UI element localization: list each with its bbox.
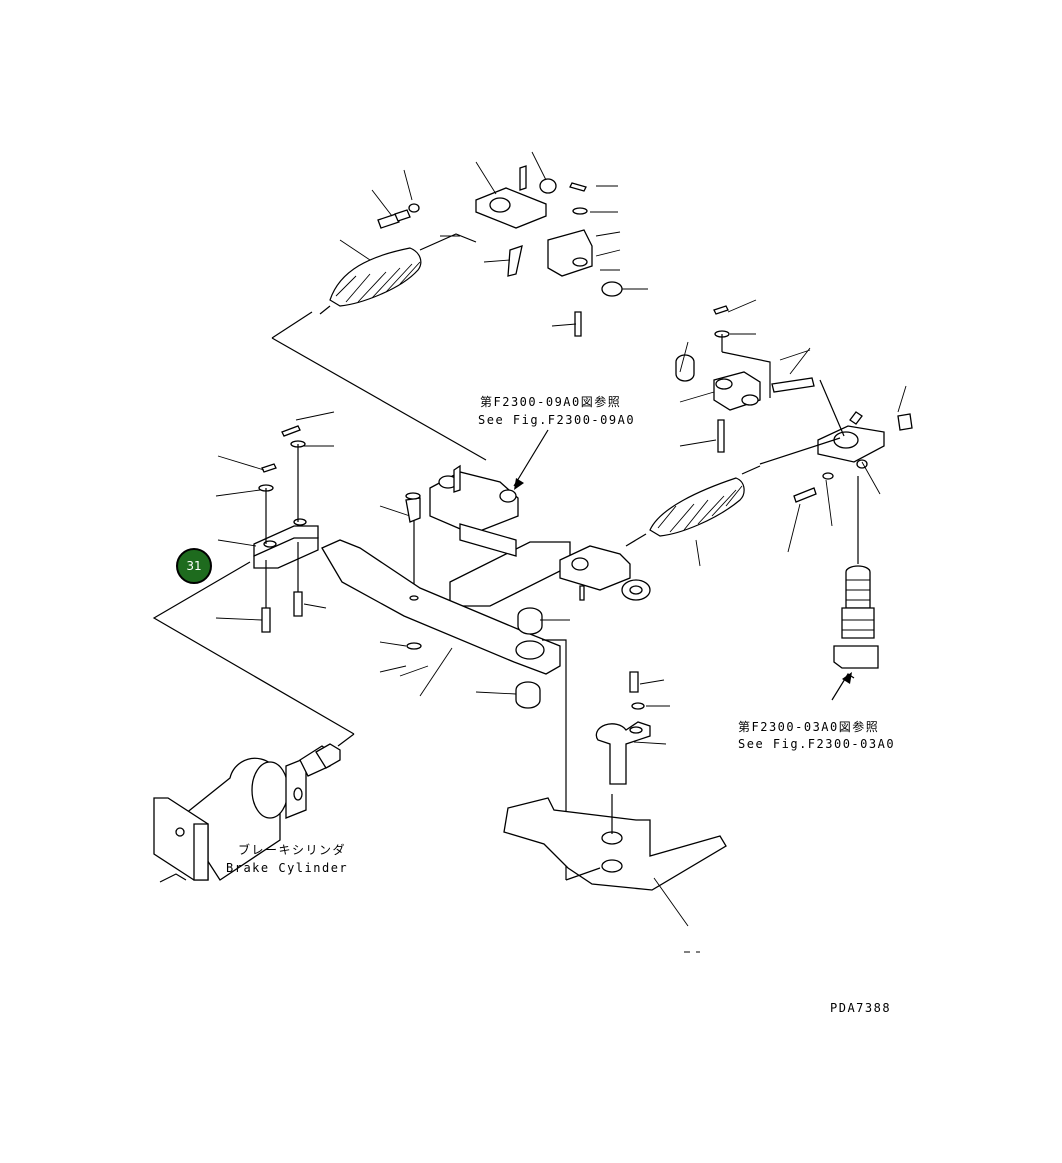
callout-number: 31 <box>186 559 201 573</box>
reference-label-jp: 第F2300-09A0図参照 <box>480 394 621 409</box>
brake-cylinder-label-en: Brake Cylinder <box>226 861 348 875</box>
reference-label-09a0: 第F2300-09A0図参照 See Fig.F2300-09A0 <box>478 394 635 427</box>
brake-cylinder <box>153 733 355 883</box>
left-linkage-assembly <box>253 425 319 633</box>
spring-middle <box>649 477 745 537</box>
middle-linkage-assembly <box>429 464 761 607</box>
reference-label-03a0: 第F2300-03A0図参照 See Fig.F2300-03A0 <box>738 719 895 751</box>
reference-label-en: See Fig.F2300-03A0 <box>738 737 895 751</box>
reference-label-en: See Fig.F2300-09A0 <box>478 413 635 427</box>
leader-lines-right <box>679 299 907 553</box>
brake-cylinder-label: ブレーキシリンダ Brake Cylinder <box>226 842 348 875</box>
drawing-code: PDA7388 <box>830 1001 891 1015</box>
right-linkage-assembly <box>675 305 913 564</box>
leader-lines-bracket <box>633 679 700 953</box>
leader-lines-top <box>339 151 648 327</box>
spring-top <box>329 247 422 307</box>
reference-arrow-09a0 <box>513 429 549 490</box>
top-linkage-assembly <box>271 165 623 461</box>
reference-arrow-03a0 <box>842 672 852 684</box>
lower-bracket-assembly <box>503 671 727 891</box>
reference-label-jp: 第F2300-03A0図参照 <box>738 719 879 734</box>
leader-lines-lever <box>379 619 570 880</box>
leader-lines-left <box>152 411 355 735</box>
brake-lever <box>321 539 561 709</box>
leader-lines-middle <box>379 492 701 586</box>
callout-badge-31[interactable]: 31 <box>176 548 212 584</box>
right-shaft <box>831 565 879 701</box>
brake-cylinder-label-jp: ブレーキシリンダ <box>238 842 346 857</box>
